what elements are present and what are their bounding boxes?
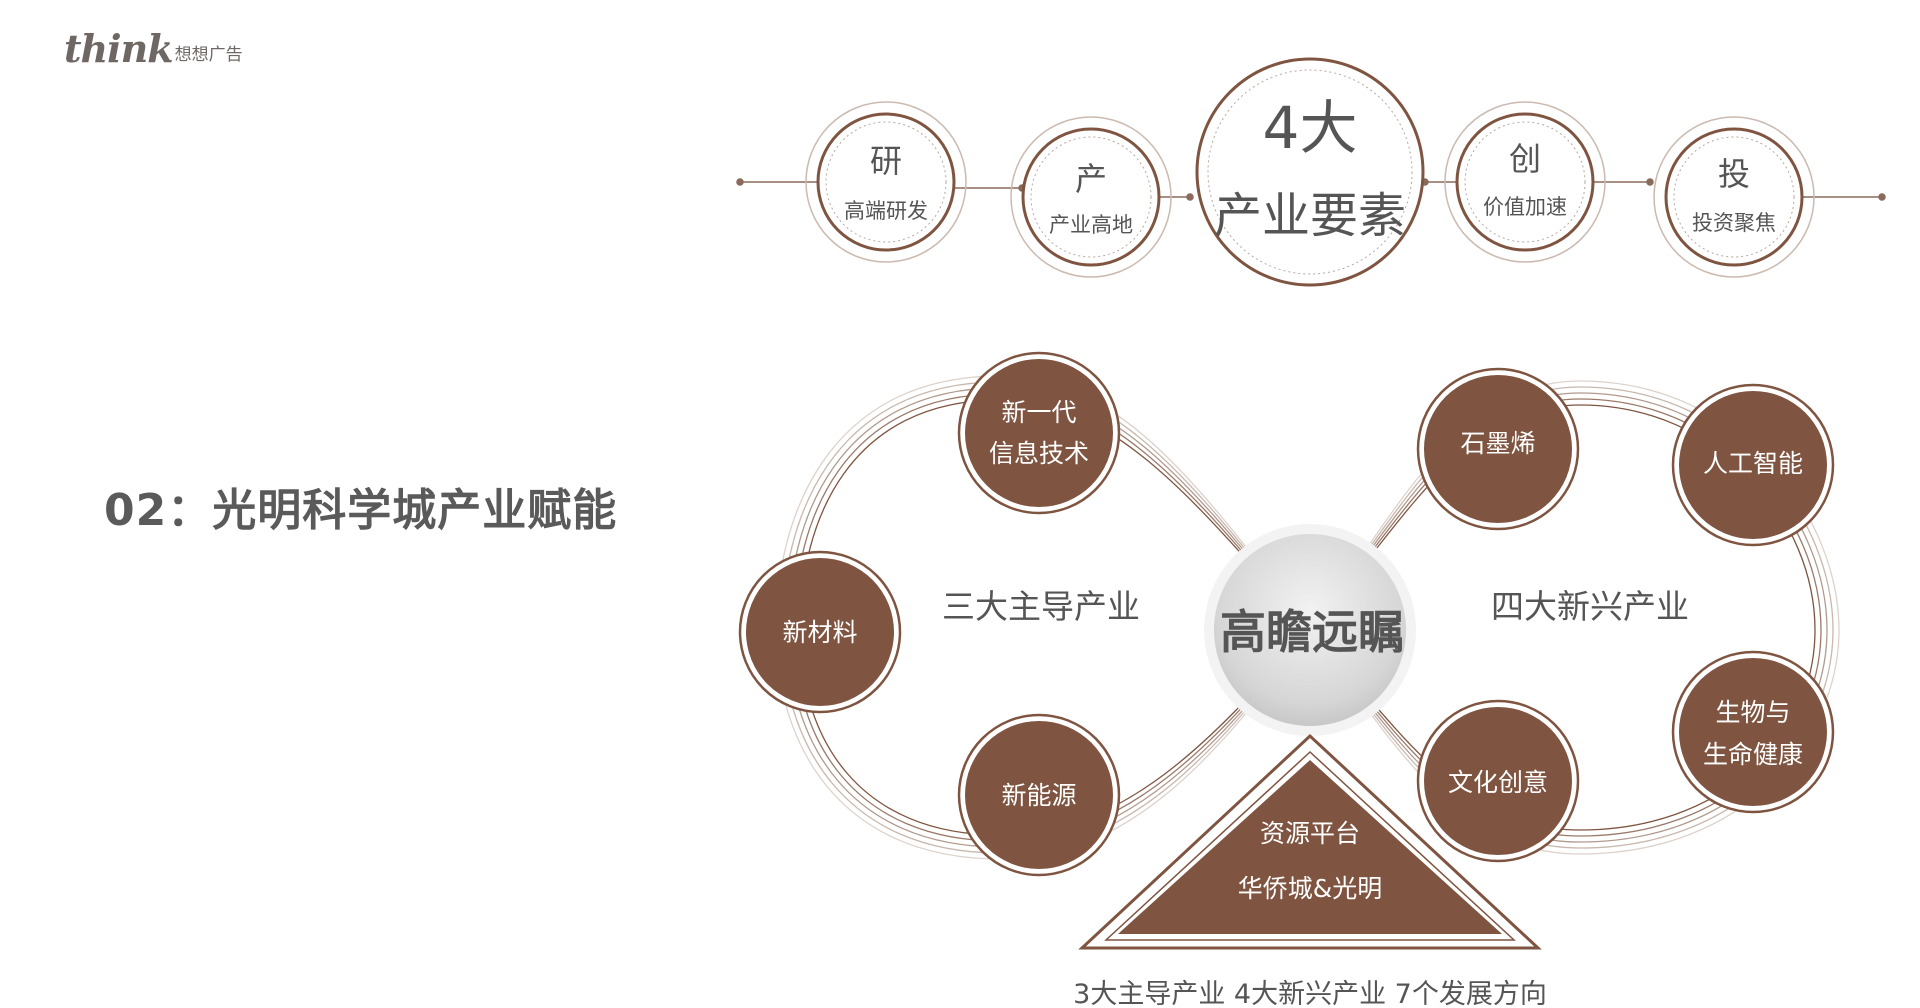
node-label: 生命健康 — [1703, 740, 1803, 769]
right-group-label: 四大新兴产业 — [1491, 587, 1689, 626]
node-new-energy: 新能源 — [957, 713, 1121, 877]
page-title: 02：光明科学城产业赋能 — [104, 485, 618, 536]
element-invest: 投 投资聚焦 — [1653, 116, 1815, 278]
platform-label: 华侨城&光明 — [1238, 874, 1383, 903]
logo: think 想想广告 — [64, 26, 243, 71]
element-char: 投 — [1718, 155, 1750, 193]
node-new-materials: 新材料 — [738, 550, 902, 714]
left-group-label: 三大主导产业 — [942, 587, 1140, 626]
node-label: 新材料 — [782, 618, 857, 647]
element-char: 产 — [1075, 160, 1107, 198]
element-label: 高端研发 — [844, 199, 928, 223]
element-char: 研 — [870, 142, 902, 180]
center-label: 高瞻远瞩 — [1220, 605, 1404, 659]
node-label: 信息技术 — [989, 439, 1089, 468]
node-label: 石墨烯 — [1460, 429, 1535, 458]
element-label: 产业高地 — [1049, 213, 1133, 237]
platform-label: 资源平台 — [1260, 819, 1360, 848]
node-culture: 文化创意 — [1416, 699, 1580, 863]
node-label: 新一代 — [1001, 398, 1076, 427]
platform-triangle: 资源平台 华侨城&光明 — [1078, 733, 1542, 950]
node-graphene: 石墨烯 — [1416, 367, 1580, 531]
element-industry: 产 产业高地 — [1010, 116, 1172, 278]
logo-text: think — [64, 26, 174, 71]
element-research: 研 高端研发 — [805, 101, 967, 263]
node-next-gen-it: 新一代 信息技术 — [957, 351, 1121, 515]
node-label: 人工智能 — [1703, 449, 1803, 478]
element-create: 创 价值加速 — [1444, 101, 1606, 263]
node-ai: 人工智能 — [1671, 383, 1835, 547]
node-label: 生物与 — [1715, 698, 1790, 727]
element-label: 价值加速 — [1483, 195, 1567, 219]
center-line1: 4大 — [1263, 94, 1358, 162]
center-line2: 产业要素 — [1214, 188, 1406, 244]
center-hub: 高瞻远瞩 — [1204, 524, 1416, 736]
element-label: 投资聚焦 — [1692, 211, 1776, 235]
element-center: 4大 产业要素 — [1195, 57, 1425, 287]
logo-cn: 想想广告 — [174, 45, 243, 65]
footer-summary: 3大主导产业 4大新兴产业 7个发展方向 — [1073, 979, 1547, 1008]
node-label: 新能源 — [1001, 781, 1076, 810]
element-char: 创 — [1509, 140, 1541, 178]
node-label: 文化创意 — [1448, 768, 1548, 797]
node-bio: 生物与 生命健康 — [1671, 650, 1835, 814]
